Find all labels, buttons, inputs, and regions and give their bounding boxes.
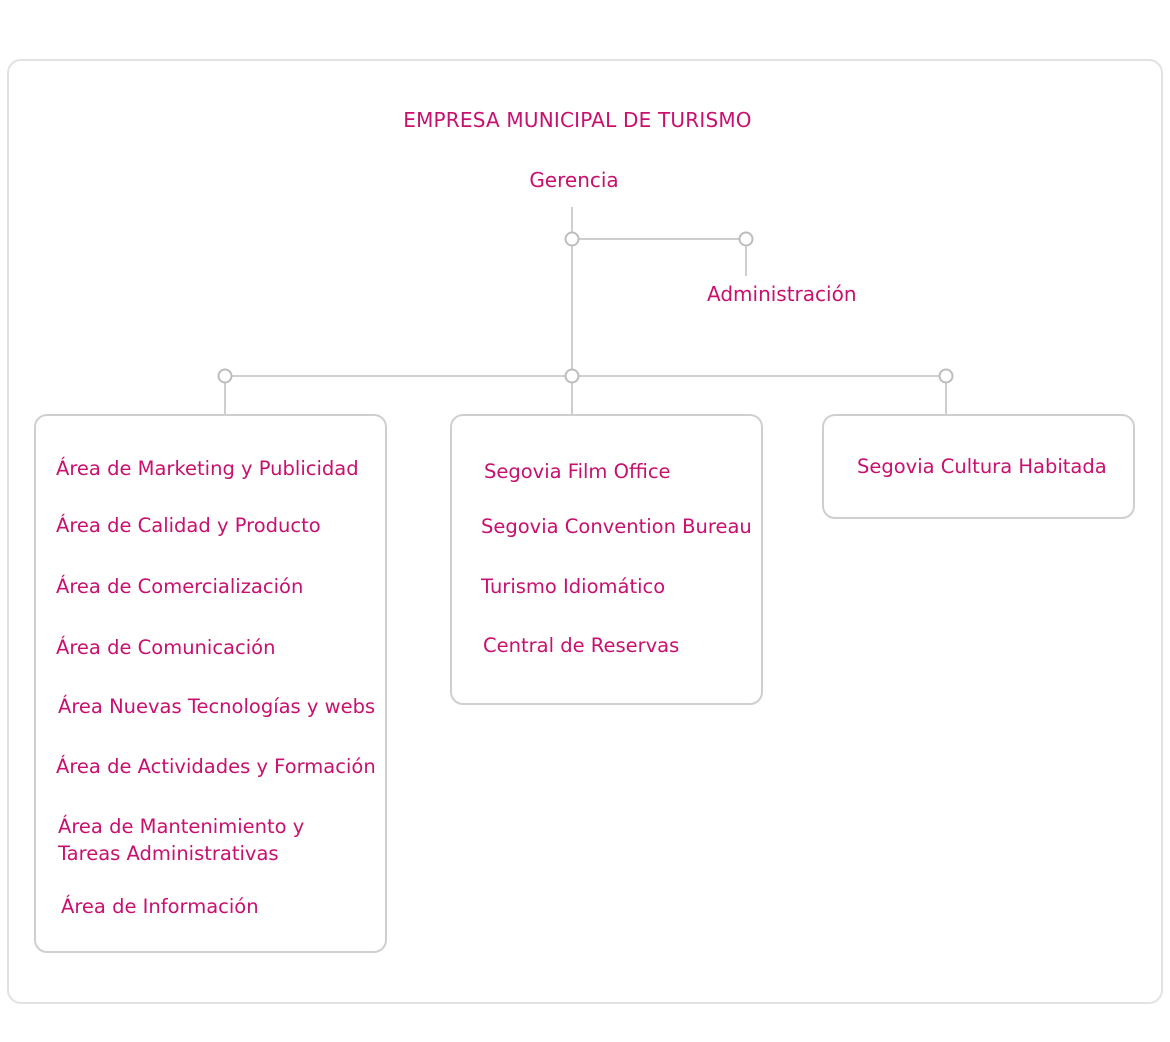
area-mantenimiento-item-line2: Tareas Administrativas: [58, 842, 279, 865]
junction-node-admin: [738, 231, 754, 247]
area-nuevas-tecnologias-item: Área Nuevas Tecnologías y webs: [58, 695, 376, 718]
junction-node-areas: [217, 368, 233, 384]
area-informacion-item: Área de Información: [61, 895, 259, 918]
chart-title: EMPRESA MUNICIPAL DE TURISMO: [403, 108, 752, 132]
area-comunicacion-item: Área de Comunicación: [56, 636, 276, 659]
central-reservas-item: Central de Reservas: [483, 634, 680, 657]
culture-box: [822, 414, 1135, 519]
areas-box: [34, 414, 387, 953]
area-actividades-item: Área de Actividades y Formación: [56, 755, 376, 778]
cultura-habitada-item: Segovia Cultura Habitada: [857, 455, 1107, 478]
turismo-idiomatico-item: Turismo Idiomático: [481, 575, 666, 598]
junction-node-gerencia: [564, 231, 580, 247]
chart-frame: [7, 59, 1163, 1004]
junction-node-culture: [938, 368, 954, 384]
film-office-item: Segovia Film Office: [484, 460, 671, 483]
administracion-node: Administración: [707, 282, 857, 306]
gerencia-node: Gerencia: [529, 168, 619, 192]
convention-bureau-item: Segovia Convention Bureau: [481, 515, 752, 538]
services-box: [450, 414, 763, 705]
area-calidad-item: Área de Calidad y Producto: [56, 514, 321, 537]
area-marketing-item: Área de Marketing y Publicidad: [56, 457, 359, 480]
junction-node-services: [564, 368, 580, 384]
area-comercializacion-item: Área de Comercialización: [56, 575, 304, 598]
area-mantenimiento-item: Área de Mantenimiento y: [58, 815, 305, 838]
